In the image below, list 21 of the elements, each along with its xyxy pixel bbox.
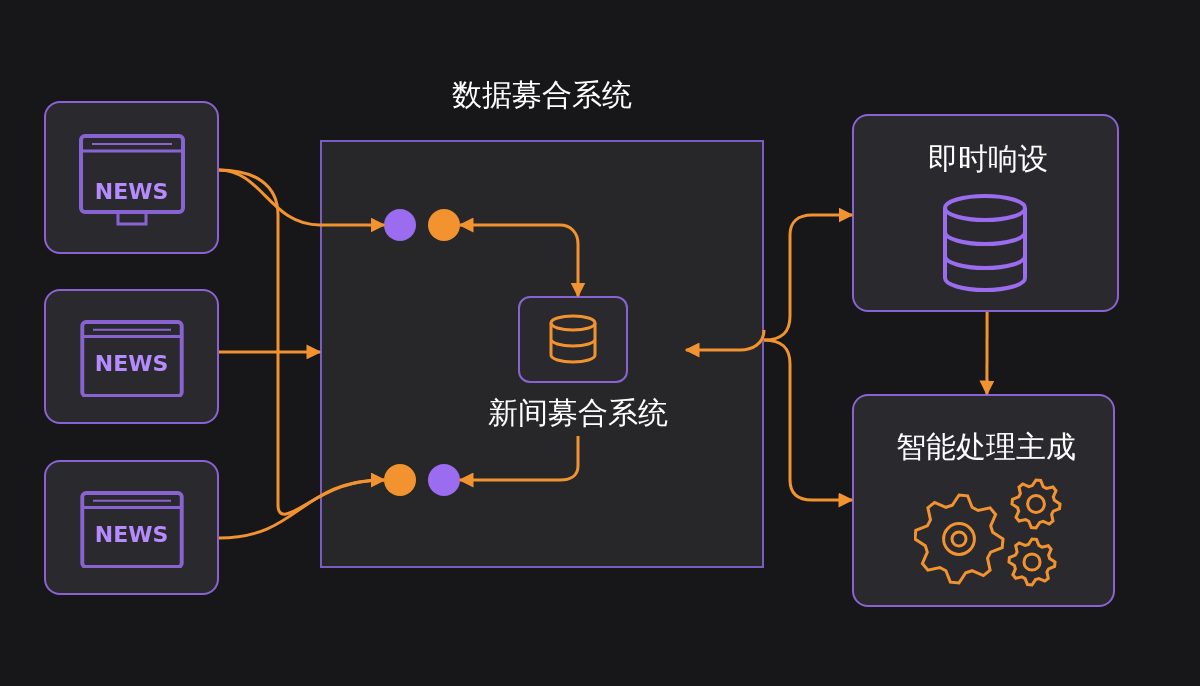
node-label: 即时响设 [926, 144, 1049, 174]
arrow [763, 207, 854, 342]
arrow [218, 168, 386, 233]
node-label: NEWS [93, 181, 170, 203]
arrow [218, 168, 386, 516]
process-card [852, 394, 1115, 607]
arrow [979, 312, 995, 396]
node-label: NEWS [93, 524, 170, 546]
source-card [44, 460, 219, 595]
source-card [44, 289, 219, 424]
node-label: 新间募合系统 [487, 398, 669, 428]
arrow [684, 329, 766, 358]
arrow [219, 344, 322, 360]
node-label: 智能处理主成 [894, 432, 1077, 462]
node-label: 数据募合系统 [451, 80, 633, 110]
arrow [763, 338, 854, 508]
node-label: NEWS [93, 353, 170, 375]
source-card [44, 101, 219, 254]
storage-card [852, 114, 1119, 312]
arrow [458, 436, 580, 488]
arrow [458, 217, 586, 298]
